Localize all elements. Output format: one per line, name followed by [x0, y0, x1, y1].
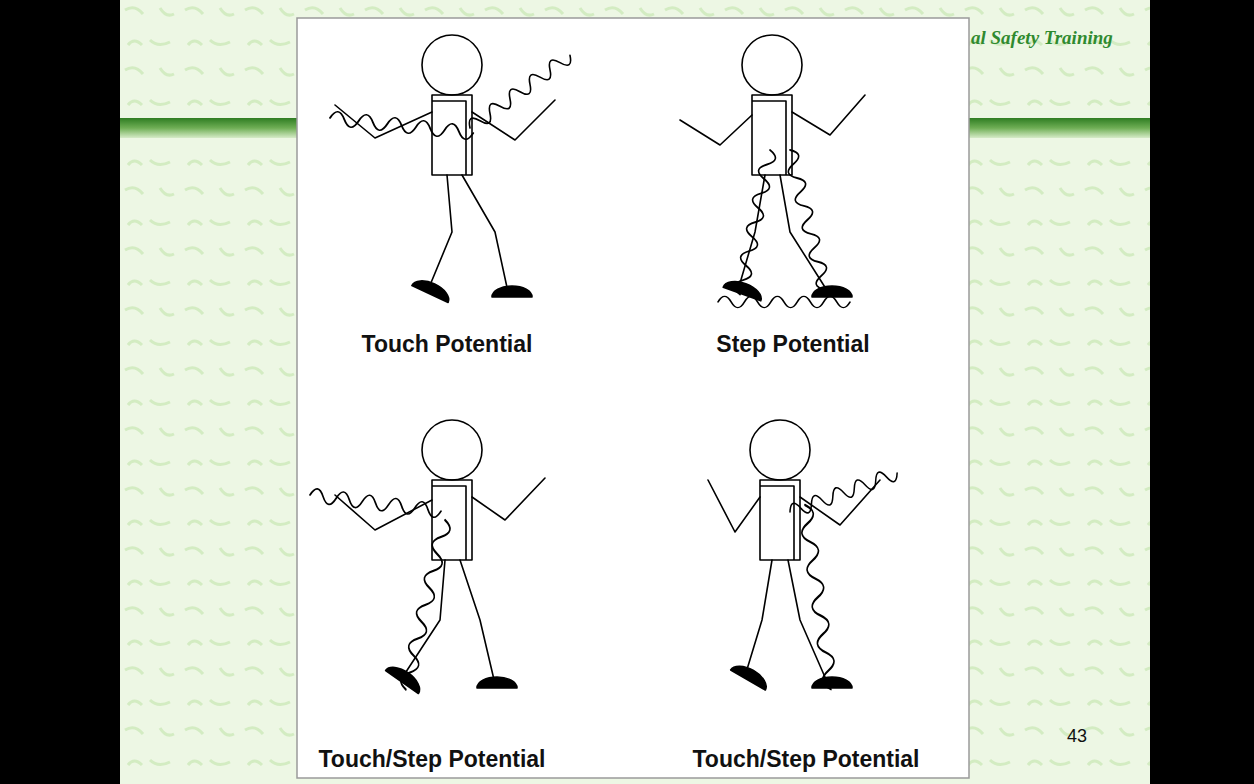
- current-path: [329, 111, 474, 140]
- current-path: [718, 296, 850, 307]
- figure-foot: [477, 677, 517, 688]
- current-path: [399, 518, 452, 691]
- figure-arms: [680, 95, 865, 145]
- figure-body: [432, 95, 472, 175]
- figure-foot: [731, 660, 771, 690]
- figure-head: [750, 420, 810, 480]
- figure-body: [432, 480, 472, 560]
- current-path: [798, 504, 838, 690]
- figure-caption: Step Potential: [716, 333, 869, 356]
- stick-figure: [708, 420, 900, 690]
- figure-arms: [335, 100, 555, 140]
- figure-head: [742, 35, 802, 95]
- figure-head: [422, 35, 482, 95]
- current-path: [309, 488, 442, 518]
- slide-background: [120, 0, 1150, 784]
- figure-panel: [297, 18, 969, 778]
- header-text: al Safety Training: [971, 28, 1113, 47]
- stick-figure: [680, 35, 865, 308]
- current-path: [783, 148, 831, 291]
- figure-head: [422, 420, 482, 480]
- current-path: [733, 149, 777, 296]
- figure-legs: [402, 560, 495, 684]
- page-number: 43: [1067, 727, 1087, 745]
- figure-arms: [335, 478, 545, 530]
- stick-figure: [309, 420, 545, 693]
- figure-body: [760, 480, 800, 560]
- figure-foot: [412, 276, 453, 303]
- figure-caption: Touch/Step Potential: [692, 748, 919, 771]
- figure-caption: Touch Potential: [362, 333, 533, 356]
- figure-caption: Touch/Step Potential: [318, 748, 545, 771]
- stick-figure: [329, 35, 574, 302]
- figure-foot: [492, 286, 532, 297]
- current-path: [466, 50, 574, 134]
- figure-foot: [812, 677, 852, 688]
- figure-legs: [428, 175, 508, 292]
- current-path: [788, 466, 900, 518]
